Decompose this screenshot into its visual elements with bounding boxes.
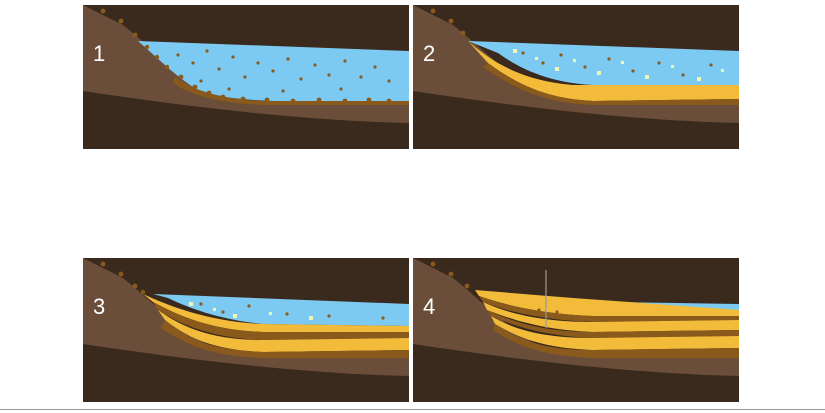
stage-4-label: 4 — [423, 294, 436, 319]
yellow-sediment-middle — [483, 302, 739, 332]
suspended-particles — [199, 302, 385, 320]
yellow-sediment-lower — [491, 316, 739, 350]
stage-1-diagram — [83, 5, 409, 149]
light-particles — [513, 49, 724, 81]
stage-4-diagram — [413, 258, 739, 402]
stage-2-panel: 2 — [413, 5, 739, 149]
water-body — [468, 41, 739, 85]
slope-layer — [413, 258, 739, 376]
stage-2-label: 2 — [423, 41, 436, 66]
slope-layer — [413, 5, 739, 123]
suspended-particles — [176, 49, 391, 93]
light-particles — [189, 302, 313, 320]
shore-pebbles — [100, 8, 392, 104]
slope-layer — [83, 258, 409, 376]
slope-layer — [83, 5, 409, 123]
yellow-sediment-layer — [468, 41, 739, 101]
stage-2-diagram — [413, 5, 739, 149]
brown-sediment-bottom — [493, 324, 739, 358]
stage-3-label: 3 — [93, 294, 106, 319]
brown-sediment-bottom — [161, 320, 409, 358]
brown-sediment-middle — [487, 310, 739, 338]
yellow-sediment-upper — [143, 294, 409, 332]
brown-sediment-layer — [483, 63, 739, 105]
shore-pebbles — [430, 261, 559, 314]
stage-3-diagram — [83, 258, 409, 402]
yellow-sediment-lower — [158, 310, 409, 352]
brown-sediment-upper — [479, 296, 739, 322]
stage-1-panel: 1 — [83, 5, 409, 149]
stage-3-panel: 3 — [83, 258, 409, 402]
suspended-particles — [521, 51, 713, 77]
sediment-floor — [173, 77, 409, 105]
shore-pebbles — [100, 261, 146, 295]
stage-1-label: 1 — [93, 41, 106, 66]
stage-4-panel: 4 — [413, 258, 739, 402]
bottom-divider — [0, 409, 825, 410]
yellow-sediment-top — [475, 290, 739, 316]
brown-sediment-middle — [153, 302, 409, 340]
shore-pebbles — [430, 8, 466, 36]
water-body — [153, 294, 409, 326]
